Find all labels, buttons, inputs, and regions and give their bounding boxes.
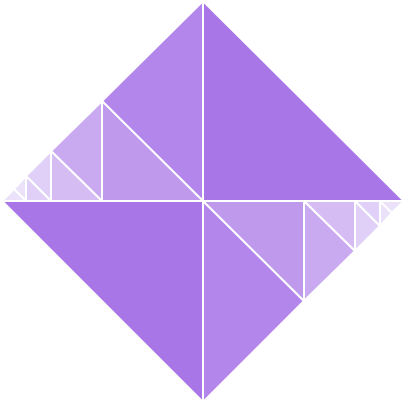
triangle-large-bottom-left <box>1 200 204 403</box>
triangle-lower-right-8 <box>379 200 405 214</box>
bottom-left-large-triangle <box>1 200 204 403</box>
triangle-upper-left-8 <box>1 188 27 202</box>
upper-left-subdivided-region <box>1 0 204 202</box>
lower-right-subdivided-region <box>202 200 405 403</box>
triangle-large-top-right <box>202 0 405 202</box>
top-right-large-triangle <box>202 0 405 202</box>
